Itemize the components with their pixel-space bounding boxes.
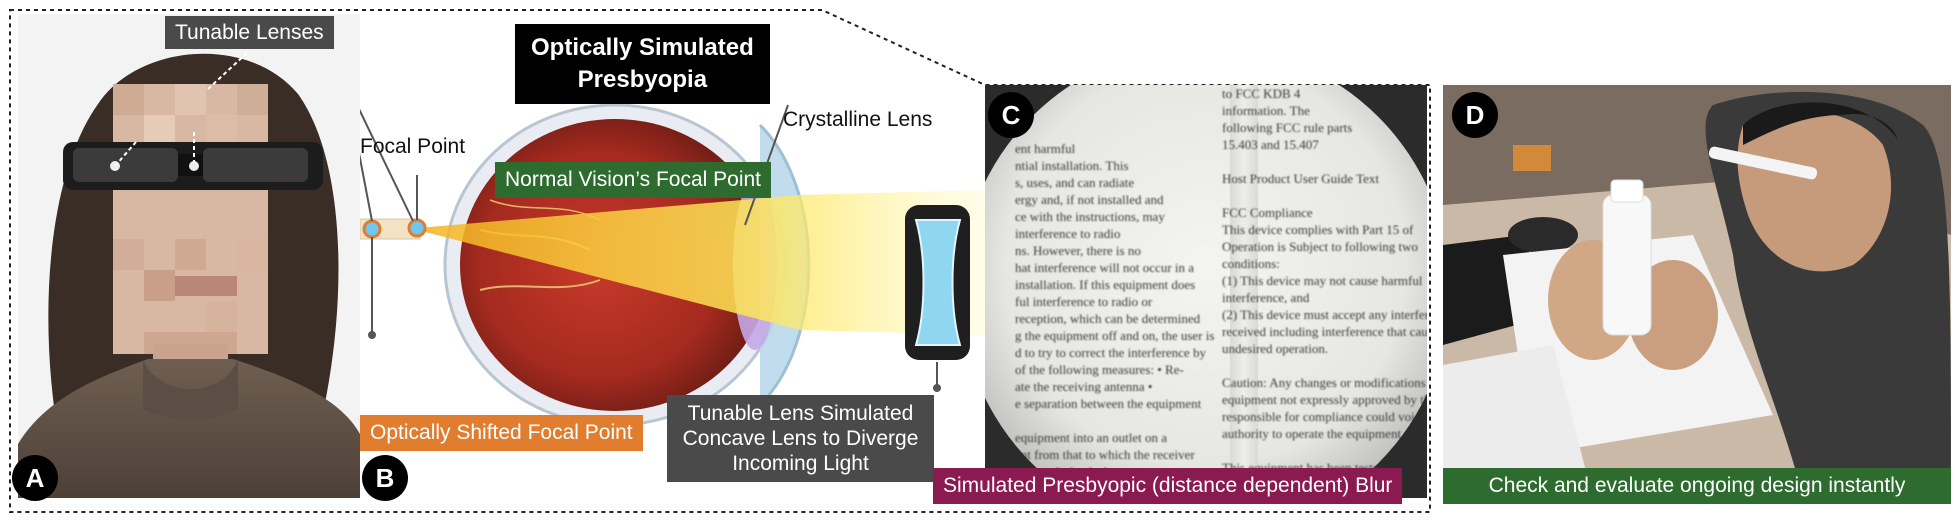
panel-d-user-photo bbox=[1443, 85, 1951, 498]
crystalline-lens-label: Crystalline Lens bbox=[783, 108, 933, 131]
lens-right-line bbox=[1222, 357, 1427, 374]
lens-text-left: ent harmful ntial installation. This s, us… bbox=[1015, 140, 1214, 497]
lens-right-line: received including interference that cau bbox=[1222, 324, 1427, 339]
lens-left-line: s, uses, and can radiate bbox=[1015, 175, 1135, 190]
diagram-title: Optically Simulated Presbyopia bbox=[515, 24, 770, 104]
lens-right-line bbox=[1222, 187, 1427, 204]
lens-right-line: undesired operation. bbox=[1222, 341, 1329, 356]
lens-text-right: to FCC KDB 4 information. The following FC… bbox=[1222, 85, 1427, 498]
lens-left-line: reception, which can be determined bbox=[1015, 311, 1201, 326]
lens-right-line: equipment not expressly approved by th bbox=[1222, 392, 1427, 407]
shifted-focal-point-marker bbox=[362, 219, 382, 239]
lens-left-line: ergy and, if not installed and bbox=[1015, 192, 1164, 207]
lens-left-line: ns. However, there is no bbox=[1015, 243, 1141, 258]
tunable-lenses-label: Tunable Lenses bbox=[165, 16, 334, 49]
lens-left-line: hat interference will not occur in a bbox=[1015, 260, 1195, 275]
tunable-lens-device bbox=[905, 205, 970, 360]
lens-right-line: information. The bbox=[1222, 103, 1310, 118]
simulated-blur-label: Simulated Presbyopic (distance dependent… bbox=[933, 468, 1403, 504]
badge-d: D bbox=[1452, 92, 1498, 138]
badge-b: B bbox=[362, 455, 408, 501]
panel-a-portrait bbox=[18, 14, 360, 498]
tunable-lens-label: Tunable Lens Simulated Concave Lens to D… bbox=[667, 395, 934, 482]
lens-left-line: d to try to correct the interference by bbox=[1015, 345, 1206, 360]
badge-c: C bbox=[988, 92, 1034, 138]
shifted-focal-point-label: Optically Shifted Focal Point bbox=[360, 415, 643, 451]
lens-left-line: g the equipment off and on, the user is bbox=[1015, 328, 1215, 343]
lens-left-line: e separation between the equipment bbox=[1015, 396, 1202, 411]
lens-right-line: 15.403 and 15.407 bbox=[1222, 137, 1319, 152]
lens-left-line: ce with the instructions, may bbox=[1015, 209, 1165, 224]
lens-right-line: (2) This device must accept any interfer… bbox=[1222, 307, 1427, 322]
lens-right-line: Caution: Any changes or modifications bbox=[1222, 375, 1426, 390]
pixelated-face bbox=[113, 84, 268, 354]
lens-left-line: installation. If this equipment does bbox=[1015, 277, 1196, 292]
lens-left-line: equipment into an outlet on a bbox=[1015, 430, 1167, 445]
lens-right-line: to FCC KDB 4 bbox=[1222, 86, 1301, 101]
lens-right-line: Operation is Subject to following two bbox=[1222, 239, 1419, 254]
normal-focal-point-label: Normal Vision’s Focal Point bbox=[495, 162, 771, 198]
lens-left-line: ent harmful bbox=[1015, 141, 1076, 156]
lens-right-line: Host Product User Guide Text bbox=[1222, 171, 1379, 186]
lens-right-line bbox=[1222, 442, 1427, 459]
lens-left-line: ntial installation. This bbox=[1015, 158, 1129, 173]
user-photo-illustration bbox=[1443, 85, 1951, 498]
lens-right-line: FCC Compliance bbox=[1222, 205, 1313, 220]
lens-left-line bbox=[1015, 412, 1214, 429]
lens-right-line: conditions: bbox=[1222, 256, 1280, 271]
badge-a: A bbox=[12, 455, 58, 501]
lens-right-line: (1) This device may not cause harmful bbox=[1222, 273, 1423, 288]
lens-right-line: interference, and bbox=[1222, 290, 1310, 305]
lens-left-line: ful interference to radio or bbox=[1015, 294, 1153, 309]
focal-point-label: Focal Point bbox=[360, 135, 466, 158]
lens-right-line: This device complies with Part 15 of bbox=[1222, 222, 1414, 237]
check-evaluate-label: Check and evaluate ongoing design instan… bbox=[1443, 468, 1951, 504]
lens-left-line: of the following measures: • Re- bbox=[1015, 362, 1184, 377]
lens-right-line: responsible for compliance could void bbox=[1222, 409, 1422, 424]
normal-focal-point-marker bbox=[407, 218, 427, 238]
lens-left-line: interference to radio bbox=[1015, 226, 1121, 241]
portrait-illustration bbox=[18, 14, 360, 498]
lens-left-line: ent from that to which the receiver bbox=[1015, 447, 1195, 462]
panel-c-blurred-text: ent harmful ntial installation. This s, us… bbox=[985, 85, 1427, 498]
lens-right-line bbox=[1222, 153, 1427, 170]
lens-view: ent harmful ntial installation. This s, us… bbox=[985, 85, 1427, 498]
tunable-glasses bbox=[63, 142, 323, 190]
lens-left-line: ate the receiving antenna • bbox=[1015, 379, 1153, 394]
lens-right-line: following FCC rule parts bbox=[1222, 120, 1353, 135]
lens-right-line: authority to operate the equipment. bbox=[1222, 426, 1405, 441]
